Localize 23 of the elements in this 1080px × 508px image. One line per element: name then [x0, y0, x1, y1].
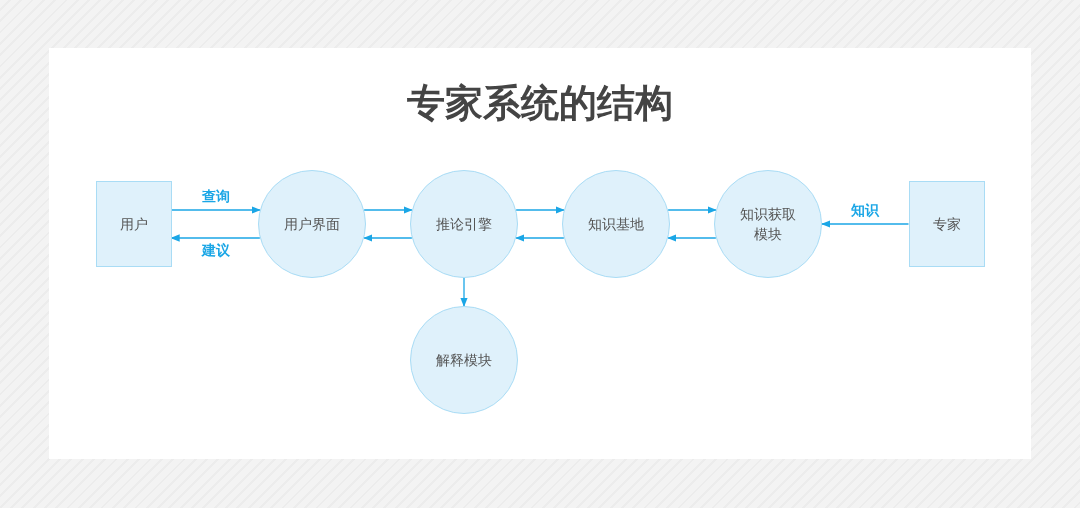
- arrow: [170, 234, 261, 242]
- node-text: 知识获取模块: [739, 205, 797, 244]
- node-text: 专家: [932, 215, 961, 234]
- arrow: [667, 206, 717, 214]
- arrow: [170, 206, 261, 214]
- node-text: 用户界面: [284, 215, 340, 234]
- edge-label: 知识: [849, 202, 882, 220]
- arrow: [821, 220, 910, 228]
- arrow: [460, 277, 468, 307]
- node-text: 用户: [119, 215, 148, 234]
- arrow: [363, 206, 413, 214]
- title: 专家系统的结构: [406, 80, 674, 127]
- arrow: [667, 234, 717, 242]
- entity-box: [908, 181, 985, 267]
- edge-label: 建议: [199, 242, 232, 260]
- arrow: [363, 234, 413, 242]
- node-text: 推论引擎: [436, 215, 492, 234]
- node-text: 知识基地: [588, 215, 644, 234]
- arrow: [515, 234, 565, 242]
- arrow: [515, 206, 565, 214]
- node-text: 解释模块: [436, 351, 492, 370]
- edge-label: 查询: [199, 188, 232, 206]
- entity-box: [95, 181, 172, 267]
